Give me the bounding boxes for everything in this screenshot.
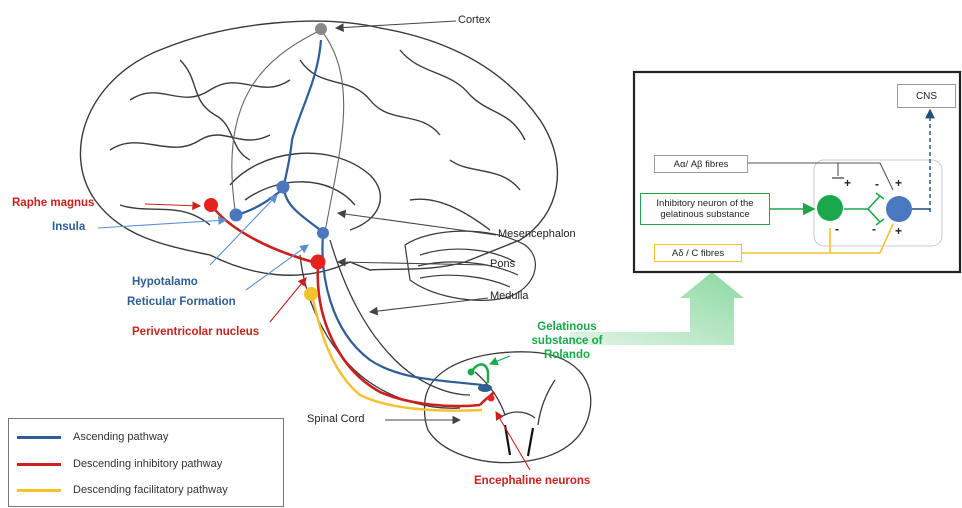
ascending-pathway — [236, 40, 482, 385]
spinal-blue-node — [478, 384, 492, 392]
gelatinous-loop — [472, 364, 488, 383]
legend-item-ascending: Ascending pathway — [17, 429, 168, 445]
a-alpha-beta-box: Aα/ Aβ fibres — [654, 155, 748, 173]
encephaline-node — [488, 395, 495, 402]
cortex-label: Cortex — [458, 14, 490, 26]
legend-label: Ascending pathway — [73, 431, 168, 443]
sign-minus-3: - — [872, 222, 876, 236]
spinal-cord-label: Spinal Cord — [307, 413, 364, 425]
medulla-label: Medulla — [490, 290, 529, 302]
legend-item-descending-inhibitory: Descending inhibitory pathway — [17, 456, 222, 472]
inset-inhibitory-neuron — [817, 195, 843, 221]
sign-plus-3: + — [895, 224, 902, 238]
legend-item-descending-facilitatory: Descending facilitatory pathway — [17, 482, 228, 498]
legend-swatch — [17, 463, 61, 466]
raphe-magnus-node — [204, 198, 218, 212]
sign-plus-1: + — [844, 176, 851, 190]
sign-minus-1: - — [875, 177, 879, 191]
periventricolar-node — [311, 255, 326, 270]
legend-swatch — [17, 489, 61, 492]
reticular-formation-label: Reticular Formation — [127, 296, 236, 308]
inset-projection-neuron — [886, 196, 912, 222]
a-delta-c-box: Aδ / C fibres — [654, 244, 742, 262]
encephaline-neurons-label: Encephaline neurons — [474, 475, 590, 487]
label-pointers — [98, 21, 530, 470]
hypotalamo-label: Hypotalamo — [132, 276, 198, 288]
legend-label: Descending facilitatory pathway — [73, 484, 228, 496]
descending-inhibitory-pathway — [212, 206, 494, 406]
periventricolar-label: Periventricolar nucleus — [132, 326, 259, 338]
gelatinous-substance-label: Gelatinous substance of Rolando — [512, 320, 622, 362]
facilitatory-node — [304, 287, 318, 301]
inhibitory-neuron-box: Inhibitory neuron of the gelatinous subs… — [640, 193, 770, 225]
hypotalamo-node — [230, 209, 243, 222]
raphe-magnus-label: Raphe magnus — [12, 197, 94, 209]
legend-label: Descending inhibitory pathway — [73, 458, 222, 470]
pons-label: Pons — [490, 258, 515, 270]
cns-box: CNS — [897, 84, 956, 108]
sign-plus-2: + — [895, 176, 902, 190]
mesencephalon-node — [317, 227, 329, 239]
cortex-node — [315, 23, 327, 35]
insula-label: Insula — [52, 221, 85, 233]
insula-node — [277, 181, 290, 194]
gelatinous-node — [468, 369, 475, 376]
mesencephalon-label: Mesencephalon — [498, 228, 576, 240]
legend-swatch — [17, 436, 61, 439]
sign-minus-2: - — [835, 222, 839, 236]
legend: Ascending pathway Descending inhibitory … — [8, 418, 284, 507]
